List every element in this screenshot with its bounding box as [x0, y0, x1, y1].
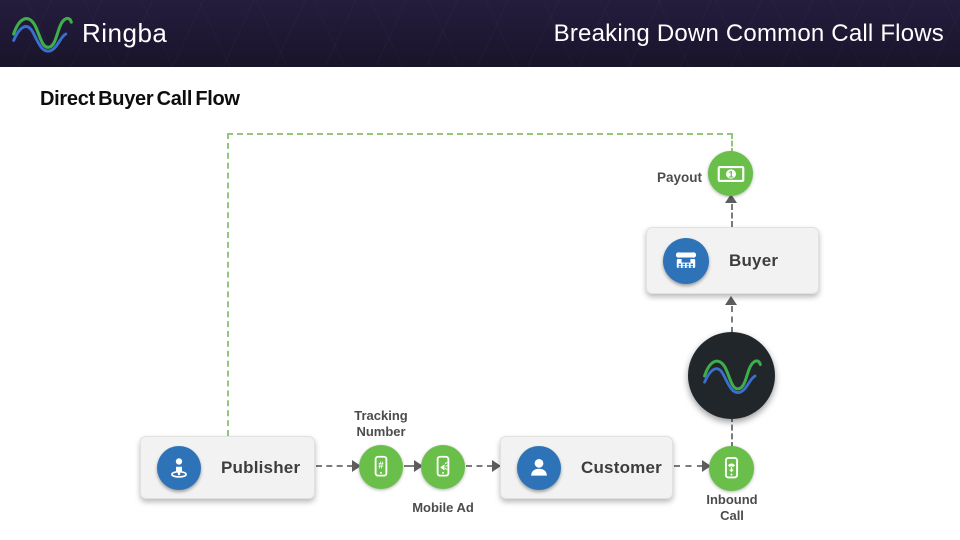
payout-node: 1	[708, 151, 753, 196]
mobile-ad-label: Mobile Ad	[412, 500, 474, 515]
publisher-label: Publisher	[221, 457, 301, 477]
brand-name: Ringba	[82, 18, 168, 48]
desk-phone-icon	[675, 251, 697, 268]
inbound-call-label: Inbound Call	[706, 492, 758, 523]
banknote-icon: 1	[717, 165, 744, 182]
buyer-icon-circle	[663, 237, 709, 284]
publisher-card: Publisher	[140, 436, 315, 499]
customer-card: Customer	[500, 436, 673, 499]
arrow-to-customer	[492, 460, 501, 472]
inbound-call-node	[709, 446, 754, 491]
payout-return-line-right	[731, 133, 733, 154]
phone-hash-icon: #	[374, 455, 388, 477]
svg-text:#: #	[378, 461, 384, 472]
mobile-ad-node	[421, 445, 465, 489]
payout-label: Payout	[656, 170, 702, 185]
tracking-number-node: #	[359, 445, 403, 489]
ringba-node	[688, 332, 775, 419]
svg-text:1: 1	[728, 169, 734, 180]
arrow-to-mobile	[414, 460, 423, 472]
payout-return-line-top	[227, 133, 733, 135]
phone-incoming-call-icon	[724, 456, 739, 479]
line-inbound-to-ringba	[731, 416, 733, 448]
ringba-wave-icon-dark	[702, 358, 762, 394]
arrow-to-inbound	[702, 460, 711, 472]
customer-icon-circle	[517, 445, 561, 490]
arrow-to-payout	[725, 194, 737, 203]
payout-return-line-left	[227, 133, 229, 436]
line-ringba-to-buyer	[731, 306, 733, 333]
tracking-number-label: Tracking Number	[354, 408, 408, 439]
phone-megaphone-icon	[436, 455, 450, 477]
line-customer-to-inbound	[674, 465, 703, 467]
publisher-icon-circle	[157, 445, 201, 490]
customer-label: Customer	[581, 457, 662, 477]
ringba-wave-icon	[12, 16, 73, 53]
slide-title: Breaking Down Common Call Flows	[553, 19, 944, 47]
buyer-card: Buyer	[646, 227, 819, 294]
flow-heading: Direct Buyer Call Flow	[40, 88, 240, 110]
person-icon	[531, 458, 547, 476]
line-mobile-to-customer	[466, 465, 493, 467]
line-buyer-to-payout	[731, 204, 733, 227]
brand: Ringba	[10, 9, 167, 59]
arrow-to-tracking	[352, 460, 361, 472]
buyer-label: Buyer	[729, 250, 779, 270]
line-publisher-to-tracking	[316, 465, 353, 467]
line-tracking-to-mobile	[404, 465, 416, 467]
header-bar: Ringba Breaking Down Common Call Flows	[0, 0, 960, 67]
arrow-to-buyer	[725, 296, 737, 305]
person-pin-icon	[171, 457, 187, 478]
